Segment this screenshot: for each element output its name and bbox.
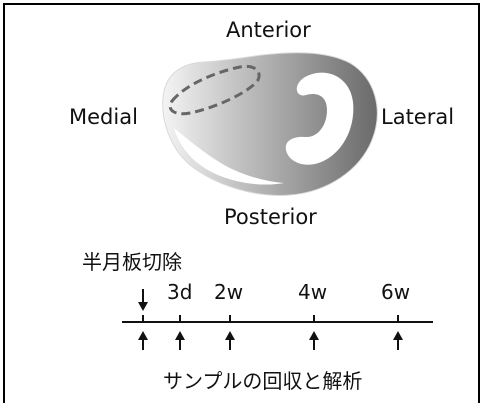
- surgery-arrow-icon: [138, 289, 148, 311]
- sampling-arrow-icon: [309, 331, 319, 350]
- meniscectomy-label: 半月板切除: [82, 252, 182, 272]
- timepoint-label-4w: 4w: [298, 282, 327, 302]
- sample-collection-caption: サンプルの回収と解析: [163, 371, 362, 391]
- sampling-arrow-icon: [393, 331, 403, 350]
- medial-label: Medial: [69, 107, 138, 128]
- anterior-label: Anterior: [226, 20, 311, 41]
- timepoint-label-2w: 2w: [214, 282, 243, 302]
- timepoint-label-6w: 6w: [381, 282, 410, 302]
- sampling-arrow-icon: [225, 331, 235, 350]
- timepoint-label-3d: 3d: [167, 282, 192, 302]
- lateral-label: Lateral: [381, 107, 454, 128]
- posterior-label: Posterior: [224, 207, 317, 228]
- sampling-arrow-icon: [175, 331, 185, 350]
- sampling-arrow-icon: [138, 331, 148, 350]
